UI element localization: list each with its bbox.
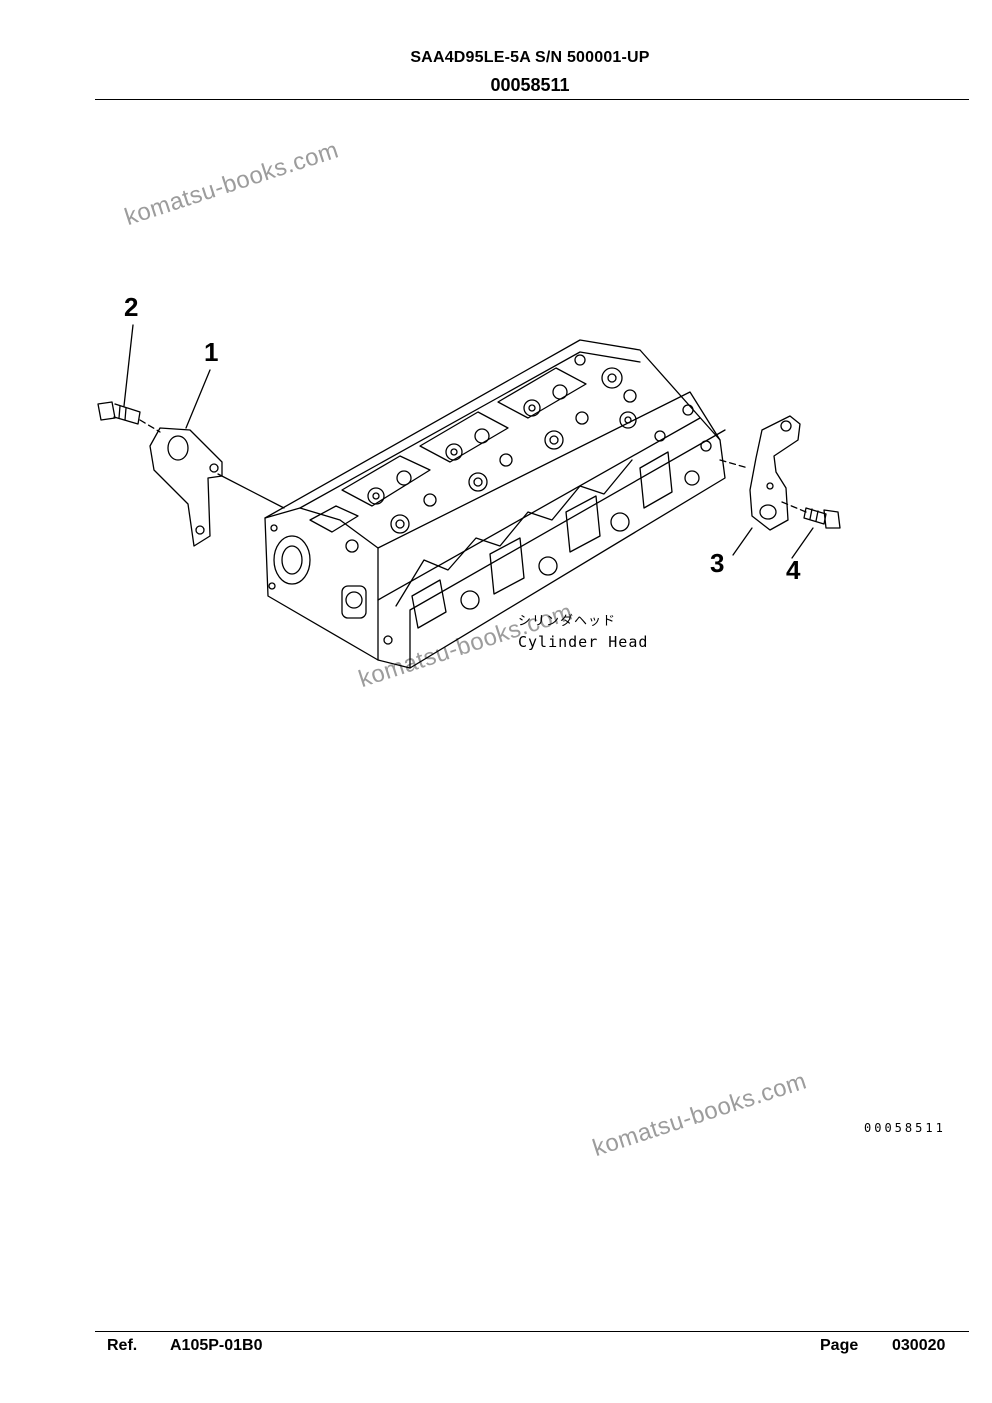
- page-title-code: 00058511: [490, 75, 570, 95]
- leader-1: [185, 369, 211, 429]
- caption-english: Cylinder Head: [518, 633, 649, 651]
- page-title-model: SAA4D95LE-5A S/N 500001-UP: [410, 49, 650, 66]
- leader-3: [732, 527, 753, 556]
- bolt-2: [97, 401, 141, 425]
- leader-4: [791, 527, 814, 559]
- bracket-1: [149, 427, 223, 547]
- callout-3: 3: [710, 548, 725, 578]
- footer-divider: [95, 1331, 969, 1332]
- bolt-4: [781, 501, 841, 529]
- drawing-code: 00058511: [864, 1121, 946, 1135]
- caption-japanese: シリンダヘッド: [518, 614, 617, 629]
- header-divider: [95, 99, 969, 100]
- callout-4: 4: [786, 555, 801, 585]
- callout-1: 1: [204, 337, 219, 367]
- leader-2: [123, 324, 134, 407]
- footer-page-label: Page: [820, 1337, 859, 1354]
- bracket-3: [749, 415, 801, 531]
- cylinder-head-body: [264, 339, 726, 669]
- footer-ref-value: A105P-01B0: [170, 1337, 263, 1354]
- callout-2: 2: [124, 292, 139, 322]
- footer-ref-label: Ref.: [107, 1337, 138, 1354]
- footer-page-value: 030020: [892, 1337, 946, 1354]
